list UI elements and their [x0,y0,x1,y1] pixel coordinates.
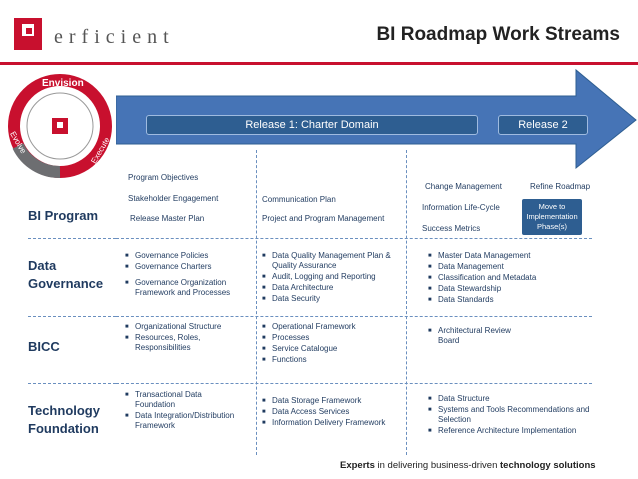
bicc-col3: Architectural Review Board [428,326,528,347]
list-item: Resources, Roles, Responsibilities [125,333,235,353]
release-1-label: Release 1: Charter Domain [146,115,478,135]
list-item: Systems and Tools Recommendations and Se… [428,405,593,425]
move-to-implementation-box: Move to Implementation Phase(s) [522,199,582,235]
list-item: Audit, Logging and Reporting [262,272,402,282]
evolve-ring [12,143,61,179]
list-item: Data Security [262,294,402,304]
bi-col1-item: Stakeholder Engagement [128,194,219,203]
column-separator [256,150,257,455]
list-item: Functions [262,355,372,365]
bicc-col2: Operational Framework Processes Service … [262,322,372,366]
footer-tagline: Experts in delivering business-driven te… [340,460,596,471]
list-item: Service Catalogue [262,344,372,354]
row-separator [116,238,592,239]
bi-col3-item: Success Metrics [422,224,481,233]
row-separator [28,316,116,317]
list-item: Data Access Services [262,407,392,417]
list-item: Governance Charters [125,262,253,272]
list-item: Data Standards [428,295,588,305]
list-item: Data Management [428,262,588,272]
page-title: BI Roadmap Work Streams [376,24,620,45]
row-label-data-governance: Data Governance [28,258,104,291]
header [0,0,638,62]
logo-text: erficient [54,26,175,48]
header-divider [0,62,638,65]
technology-col3: Data Structure Systems and Tools Recomme… [428,394,593,437]
perficient-logo: erficient [12,16,182,52]
list-item: Operational Framework [262,322,372,332]
list-item: Transactional Data Foundation [125,390,235,410]
list-item: Data Integration/Distribution Framework [125,411,235,431]
bicc-col1: Organizational Structure Resources, Role… [125,322,235,354]
list-item: Data Quality Management Plan & Quality A… [262,251,402,271]
list-item: Information Delivery Framework [262,418,392,428]
lifecycle-diagram: Envision Execute Evolve [4,68,116,180]
column-separator [406,150,407,455]
row-separator [28,238,116,239]
bi-col2-item: Communication Plan [262,195,336,204]
list-item: Data Structure [428,394,593,404]
footer-strong-end: technology solutions [500,460,596,471]
technology-col1: Transactional Data Foundation Data Integ… [125,390,235,432]
list-item: Master Data Management [428,251,588,261]
list-item: Data Stewardship [428,284,588,294]
row-separator [116,383,592,384]
governance-col3: Master Data Management Data Management C… [428,251,588,306]
row-label-bi-program: BI Program [28,208,99,223]
governance-col1: Governance Policies Governance Charters … [125,251,253,299]
row-separator [28,383,116,384]
list-item: Architectural Review Board [428,326,528,346]
envision-label: Envision [42,78,84,89]
row-separator [116,316,592,317]
footer-strong: Experts [340,460,375,471]
bi-col3-item: Change Management [425,182,502,191]
refine-roadmap-label: Refine Roadmap [530,182,591,191]
release-2-label: Release 2 [498,115,588,135]
footer-middle: in delivering business-driven [374,460,501,471]
list-item: Data Architecture [262,283,402,293]
bi-col3-item: Information Life-Cycle [422,203,500,212]
bi-col2-item: Project and Program Management [262,214,385,223]
row-label-technology-foundation: Technology Foundation [28,403,100,436]
list-item: Governance Policies [125,251,253,261]
technology-col2: Data Storage Framework Data Access Servi… [262,396,392,429]
list-item: Processes [262,333,372,343]
list-item: Organizational Structure [125,322,235,332]
bi-col1-item: Release Master Plan [130,214,205,223]
list-item: Data Storage Framework [262,396,392,406]
list-item: Classification and Metadata [428,273,588,283]
bi-col1-item: Program Objectives [128,173,199,182]
list-item: Reference Architecture Implementation [428,426,593,436]
logo-mark-icon [14,18,42,50]
governance-col2: Data Quality Management Plan & Quality A… [262,251,402,305]
row-label-bicc: BICC [28,339,60,354]
list-item: Governance Organization Framework and Pr… [125,278,253,298]
